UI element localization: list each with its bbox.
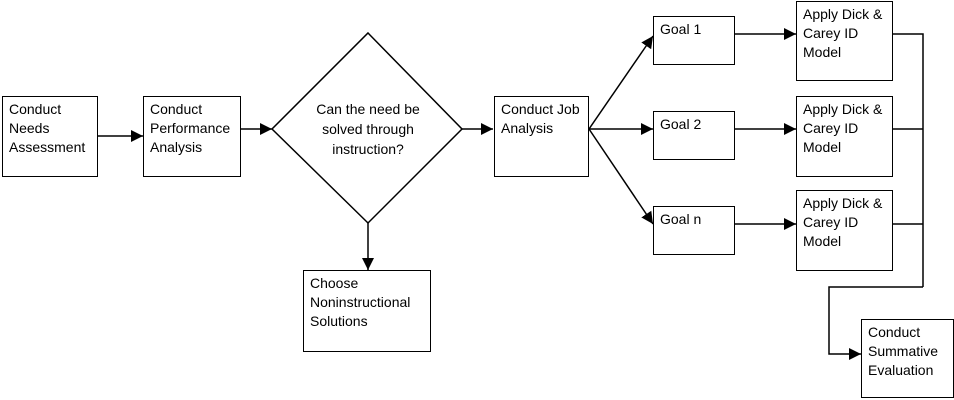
goal-n-box: Goal n (653, 206, 735, 255)
needs-assessment-box: Conduct Needs Assessment (2, 96, 98, 177)
decision-text: Can the need be solved through instructi… (316, 101, 420, 157)
summative-evaluation-box: Conduct Summative Evaluation (861, 319, 954, 398)
apply-model-box-1: Apply Dick & Carey ID Model (796, 1, 893, 81)
connector-apply1-to-collector (893, 33, 924, 287)
job-analysis-box: Conduct Job Analysis (494, 96, 589, 177)
arrow-collector-to-summative (828, 286, 923, 360)
noninstructional-solutions-box: Choose Noninstructional Solutions (303, 270, 431, 352)
arrow-job-to-goal1 (588, 35, 654, 130)
apply-model-box-3: Apply Dick & Carey ID Model (796, 190, 893, 271)
goal-1-box: Goal 1 (653, 16, 735, 65)
performance-analysis-box: Conduct Performance Analysis (143, 96, 241, 177)
goal-2-box: Goal 2 (653, 111, 735, 160)
apply-model-box-2: Apply Dick & Carey ID Model (796, 96, 893, 177)
arrow-job-to-goaln (588, 128, 654, 225)
